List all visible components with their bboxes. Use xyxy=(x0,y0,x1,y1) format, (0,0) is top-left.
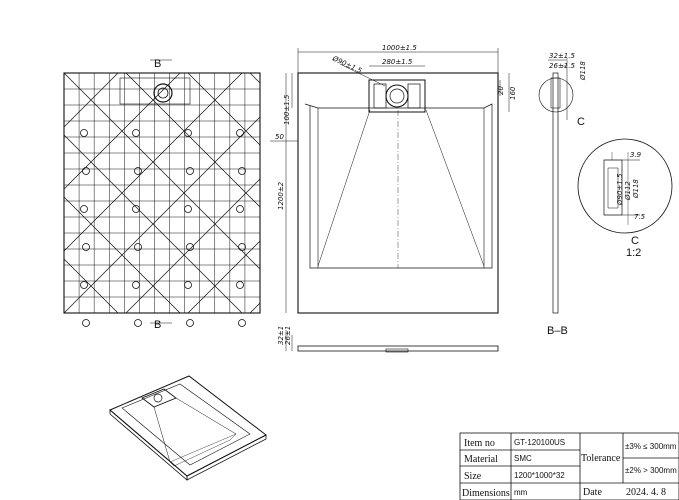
dim-width: 1000±1.5 xyxy=(382,44,417,52)
bottom-view xyxy=(0,59,676,327)
support-foot xyxy=(80,129,88,137)
support-feet xyxy=(80,129,246,327)
support-foot xyxy=(134,167,142,175)
support-foot xyxy=(134,243,142,251)
support-foot xyxy=(132,281,140,289)
value-item-no: GT-120100US xyxy=(514,438,565,447)
dim-bottom-h1: 32±1 xyxy=(277,326,285,345)
support-foot xyxy=(82,167,90,175)
dim-drain-spacing: 280±1.5 xyxy=(382,58,413,66)
dim-h1: 32±1.5 xyxy=(549,52,575,60)
support-foot xyxy=(238,243,246,251)
diagonal-rib xyxy=(64,258,119,313)
value-material: SMC xyxy=(514,454,532,463)
diagonal-rib xyxy=(312,73,552,313)
section-mark-bottom: B xyxy=(154,319,161,331)
front-profile xyxy=(285,330,499,353)
section-view-label: B–B xyxy=(547,325,568,337)
diagonal-rib xyxy=(125,178,260,313)
detail-c xyxy=(577,138,673,234)
support-foot xyxy=(236,281,244,289)
detail-dim-d112: Ø112 xyxy=(624,181,632,201)
support-foot xyxy=(132,205,140,213)
detail-dim-d90: Ø90±1.5 xyxy=(616,173,624,206)
detail-title: C xyxy=(631,235,639,247)
diagonal-rib xyxy=(374,73,614,313)
value-tolerance-2: ±2% > 300mm xyxy=(625,466,677,475)
diagonal-rib xyxy=(187,240,260,313)
detail-dim-d118: Ø118 xyxy=(632,179,640,199)
diagonal-rib xyxy=(436,73,676,313)
support-foot xyxy=(238,319,246,327)
value-date: 2024. 4. 8 xyxy=(626,487,666,498)
top-view xyxy=(270,48,510,314)
support-foot xyxy=(184,281,192,289)
diagonal-rib xyxy=(64,196,181,313)
label-date: Date xyxy=(583,487,602,498)
support-foot xyxy=(184,129,192,137)
diagonal-rib xyxy=(187,73,260,146)
support-foot xyxy=(186,319,194,327)
diagonal-rib xyxy=(64,73,243,252)
dim-length: 1200±2 xyxy=(277,181,285,210)
support-foot xyxy=(236,205,244,213)
support-foot xyxy=(132,129,140,137)
support-foot xyxy=(82,319,90,327)
dim-20: 20 xyxy=(497,86,505,95)
diagonal-ribs xyxy=(0,73,676,313)
support-foot xyxy=(186,243,194,251)
support-foot xyxy=(236,129,244,137)
label-size: Size xyxy=(464,471,482,482)
isometric-view xyxy=(109,375,267,481)
label-dimensions: Dimensions xyxy=(462,488,510,499)
dim-160: 160 xyxy=(509,86,517,100)
support-foot xyxy=(82,243,90,251)
section-b-b xyxy=(538,58,574,314)
section-mark-top: B xyxy=(154,58,161,70)
detail-dim-39: 3.9 xyxy=(630,151,642,159)
diagonal-rib xyxy=(0,73,56,313)
label-item-no: Item no xyxy=(464,438,495,449)
diagonal-rib xyxy=(312,73,552,313)
detail-dim-75: 7.5 xyxy=(634,213,646,221)
detail-scale: 1:2 xyxy=(626,247,641,259)
dim-drain-offset: 100±1.5 xyxy=(283,94,291,125)
diagonal-rib xyxy=(374,73,614,313)
value-dimensions: mm xyxy=(514,488,528,497)
dim-h2: 26±1.5 xyxy=(549,62,575,70)
diagonal-rib xyxy=(436,73,676,313)
dim-drain-dia: Ø90±1.5 xyxy=(330,54,363,75)
label-tolerance: Tolerance xyxy=(581,453,621,464)
support-foot xyxy=(186,167,194,175)
dim-bottom-h2: 26±1 xyxy=(284,326,292,345)
support-foot xyxy=(80,281,88,289)
detail-ref-label: C xyxy=(577,116,585,128)
drain-outline xyxy=(153,83,173,103)
dim-side: 50 xyxy=(275,133,284,141)
title-block xyxy=(459,432,679,500)
value-size: 1200*1000*32 xyxy=(514,471,565,480)
diagonal-rib xyxy=(64,73,181,190)
support-foot xyxy=(80,205,88,213)
support-foot xyxy=(184,205,192,213)
support-foot xyxy=(134,319,142,327)
diagonal-rib xyxy=(64,73,119,128)
dim-dia118: Ø118 xyxy=(579,61,587,81)
diagonal-rib xyxy=(64,116,260,313)
label-material: Material xyxy=(464,454,498,465)
diagonal-rib xyxy=(0,73,56,313)
support-foot xyxy=(238,167,246,175)
value-tolerance-1: ±3% ≤ 300mm xyxy=(625,442,677,451)
